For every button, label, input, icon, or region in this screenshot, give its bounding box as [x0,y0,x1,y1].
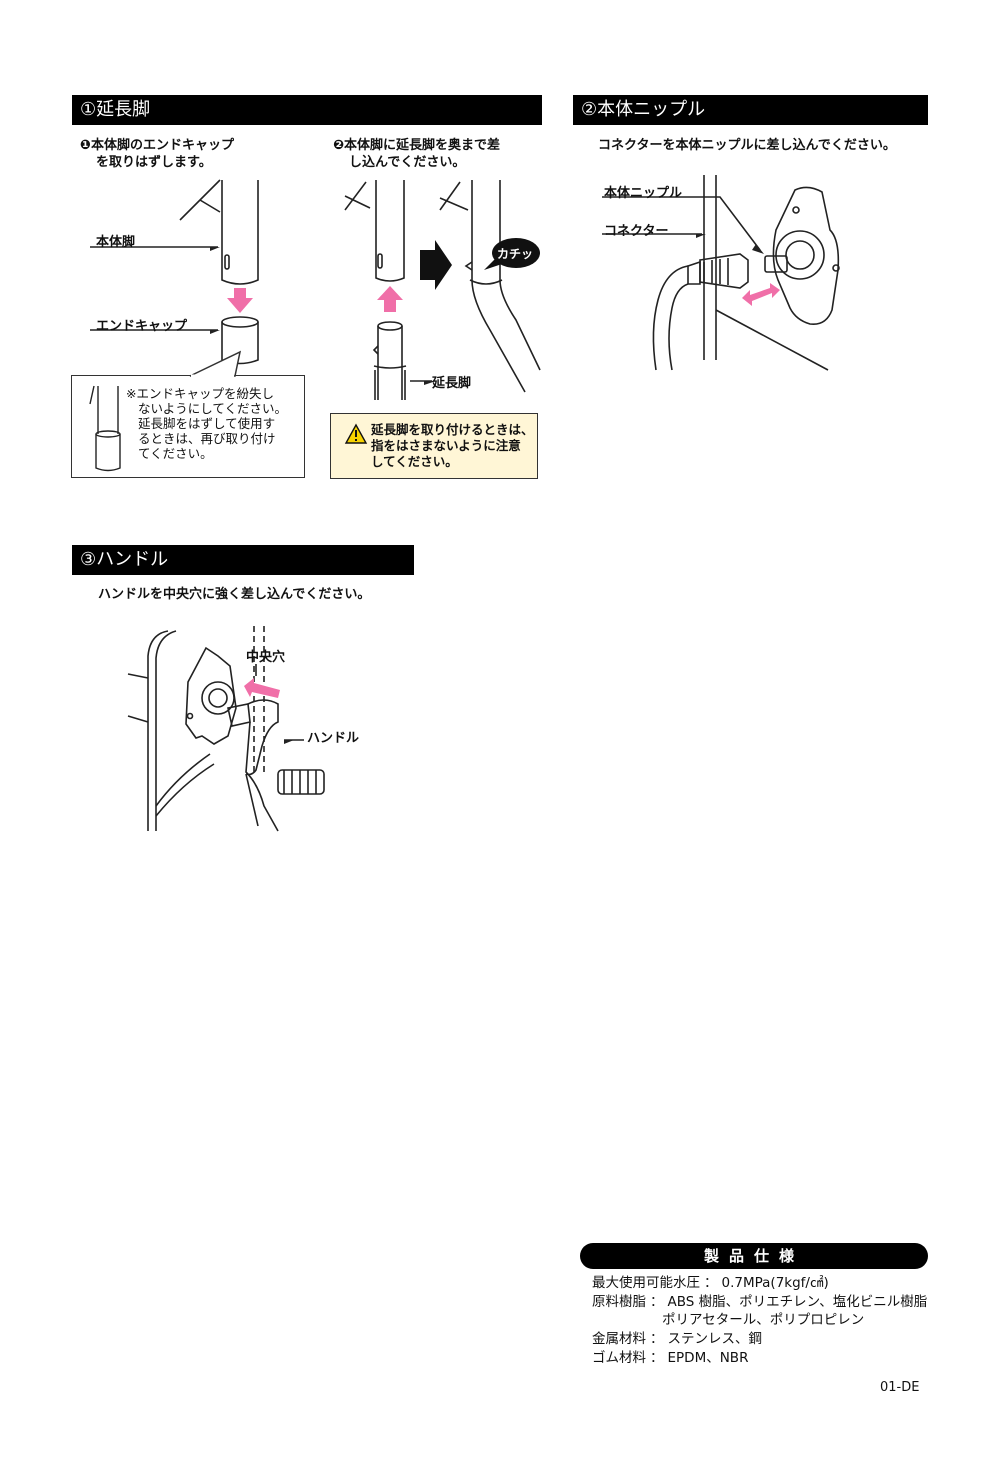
end-cap-removal-illustration [90,179,259,365]
end-cap-note-box: ※エンドキャップを紛失し ないようにしてください。 延長脚をはずして使用す ると… [71,375,305,478]
specs-title: 製品仕様 [703,1247,804,1265]
spec-value: ステンレス、鋼 [667,1331,763,1347]
body-leg-label: 本体脚 [96,235,136,250]
warning-line-1: 延長脚を取り付けるときは、 [371,422,534,437]
spec-key: 金属材料 [592,1331,646,1347]
spec-key: 最大使用可能水圧 [592,1275,700,1291]
pinch-warning-box: 延長脚を取り付けるときは、 指をはさまないように注意 してください。 [330,413,538,479]
connector-label: コネクター [604,224,669,239]
note-line-3: 延長脚をはずして使用す [138,416,276,431]
spec-row-resin: 原料樹脂：ABS 樹脂、ポリエチレン、塩化ビニル樹脂 [592,1293,927,1311]
end-cap-label: エンドキャップ [96,319,188,334]
note-line-4: るときは、再び取り付け [138,431,276,446]
click-sound-bubble [484,238,540,270]
note-line-2: ないようにしてください。 [138,401,288,416]
step-1-text: ❶本体脚のエンドキャップ を取りはずします。 [80,137,234,171]
specs-header: 製品仕様 [580,1243,928,1269]
spec-row-pressure: 最大使用可能水圧：0.7MPa(7kgf/㎠) [592,1274,829,1292]
step-1-number: ❶ [80,138,92,153]
spec-separator: ： [650,1294,664,1310]
warning-line-2: 指をはさまないように注意 [371,438,521,453]
spec-key: ゴム材料 [592,1350,646,1366]
extension-leg-label: 延長脚 [432,376,472,391]
step-2-text: ❷本体脚に延長脚を奥まで差 し込んでください。 [333,137,500,171]
spec-value: 0.7MPa(7kgf/㎠) [721,1275,829,1291]
spec-value: ポリアセタール、ポリプロピレン [662,1312,865,1328]
extension-leg-insert-illustration [344,180,541,400]
section-1-title: ①延長脚 [80,99,151,120]
spec-row-rubber: ゴム材料：EPDM、NBR [592,1349,748,1367]
step-2-line-1: 本体脚に延長脚を奥まで差 [344,138,501,153]
section-3-title: ③ハンドル [80,549,169,570]
spec-row-metal: 金属材料：ステンレス、鋼 [592,1330,762,1348]
note-line-5: てください。 [138,446,213,461]
note-line-1: ※エンドキャップを紛失し [126,386,274,401]
click-sound-label: カチッ [497,247,534,261]
handle-insert-illustration [127,626,325,832]
handle-label: ハンドル [307,731,360,746]
spec-separator: ： [650,1350,664,1366]
nipple-connector-illustration [602,175,840,371]
spec-value: EPDM、NBR [667,1350,749,1366]
step-2-number: ❷ [333,138,345,153]
section-2-header: ②本体ニップル [573,95,928,125]
document-code: 01-DE [880,1380,920,1395]
section-1-header: ①延長脚 [72,95,542,125]
warning-triangle-icon [344,423,368,444]
spec-row-resin-continued: ポリアセタール、ポリプロピレン [662,1311,864,1329]
center-hole-label: 中央穴 [246,650,286,665]
step-1-line-1: 本体脚のエンドキャップ [91,138,235,153]
warning-line-3: してください。 [371,454,458,469]
step-1-line-2: を取りはずします。 [96,155,212,170]
spec-separator: ： [650,1331,664,1347]
section-3-header: ③ハンドル [72,545,414,575]
leg-with-cap-icon [89,385,121,472]
step-2-line-2: し込んでください。 [349,155,466,170]
section-2-instruction: コネクターを本体ニップルに差し込んでください。 [598,138,896,153]
section-3-instruction: ハンドルを中央穴に強く差し込んでください。 [98,587,371,602]
section-2-title: ②本体ニップル [581,99,706,120]
spec-separator: ： [704,1275,718,1291]
spec-value: ABS 樹脂、ポリエチレン、塩化ビニル樹脂 [667,1294,928,1310]
nipple-label: 本体ニップル [604,186,683,201]
spec-key: 原料樹脂 [592,1294,646,1310]
note-callout-pointer [189,350,242,378]
